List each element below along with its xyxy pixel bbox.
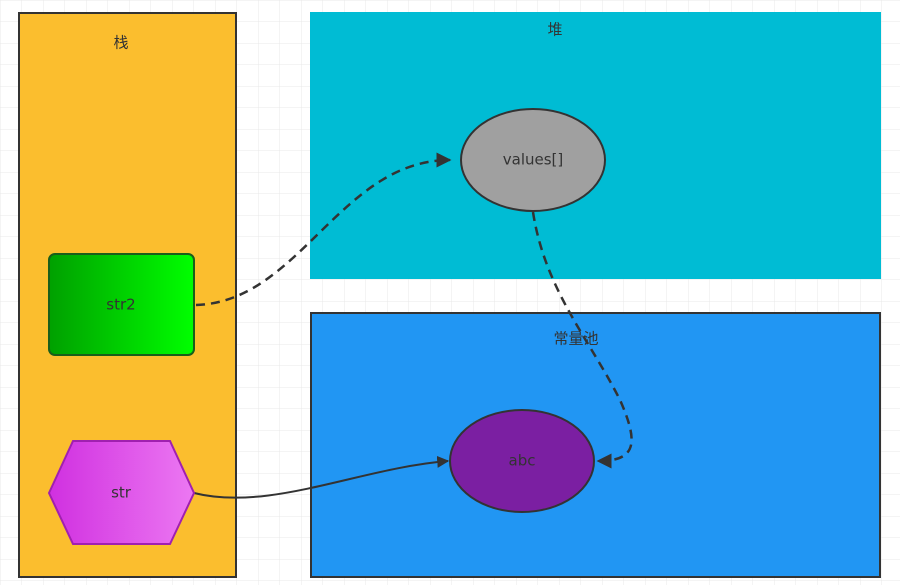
node-str[interactable]: str [47,440,196,545]
node-abc[interactable]: abc [449,409,595,513]
node-str2[interactable]: str2 [48,253,195,356]
node-values-label: values[] [503,151,564,169]
constant-pool-label: 常量池 [553,330,598,348]
edge-str2-to-values[interactable] [195,152,452,307]
node-values[interactable]: values[] [460,108,606,212]
stack-label: 栈 [113,34,128,52]
edge-values-to-abc[interactable] [531,211,633,469]
heap-label: 堆 [547,21,562,39]
node-str-label: str [111,484,132,502]
edge-str-to-abc[interactable] [193,455,450,499]
constant-pool-region[interactable]: 常量池 [310,312,881,578]
node-str2-label: str2 [106,296,135,314]
node-abc-label: abc [509,452,536,470]
